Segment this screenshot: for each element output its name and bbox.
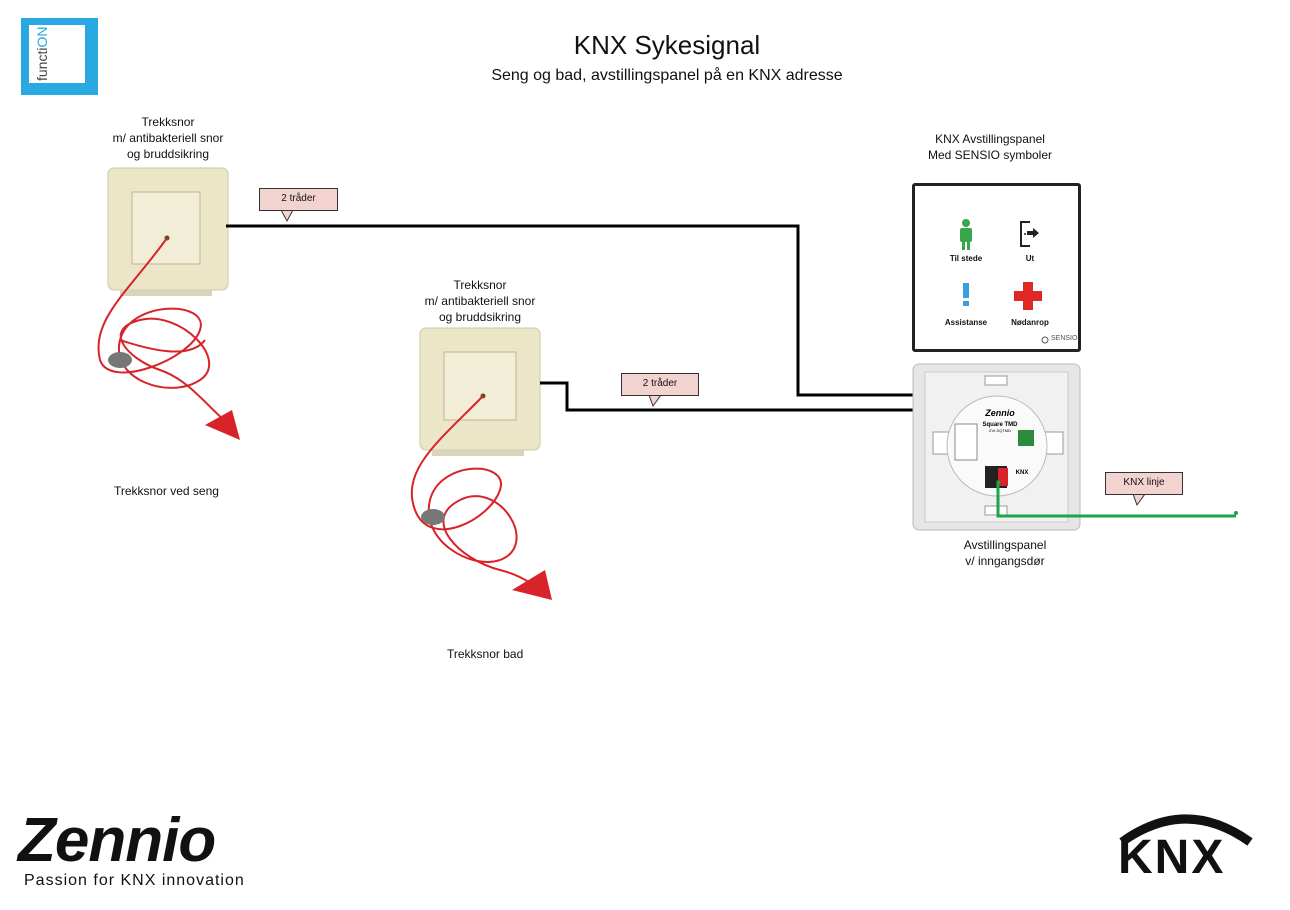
- module-caption-line: Avstillingspanel: [963, 538, 1047, 552]
- panel-label-line: KNX Avstillingspanel: [935, 132, 1045, 146]
- module-knx-mark: KNX: [1016, 470, 1029, 476]
- device-bed-label-line: m/ antibakteriell snor: [112, 131, 224, 145]
- callout-tail-3: [1132, 493, 1146, 507]
- device-bed-label-line: og bruddsikring: [126, 147, 210, 161]
- device-bath-label-line: og bruddsikring: [438, 310, 522, 324]
- knx-wordmark: KNX: [1118, 831, 1226, 884]
- symbol-label-nodanrop: Nødanrop: [1011, 318, 1049, 327]
- panel-label-line: Med SENSIO symboler: [927, 148, 1053, 162]
- red-cross-icon: [1014, 282, 1042, 310]
- device-bath-label-line: m/ antibakteriell snor: [424, 294, 536, 308]
- callout-wire-bed: 2 tråder: [259, 188, 338, 211]
- module-model: Square TMD: [982, 422, 1018, 428]
- callout-knx-line: KNX linje: [1105, 472, 1183, 495]
- pull-cord-device-bath: [419, 327, 541, 456]
- red-cord-bed: [97, 237, 231, 426]
- module-caption: Avstillingspanel v/ inngangsdør: [905, 537, 1105, 569]
- module-caption-line: v/ inngangsdør: [965, 554, 1045, 568]
- pull-cord-device-bed: [107, 167, 229, 296]
- knx-wordmark-box: KNX: [1118, 812, 1225, 885]
- device-bath-label-line: Trekksnor: [453, 278, 507, 292]
- knx-bus-line: [996, 480, 1236, 518]
- device-bed-label-line: Trekksnor: [141, 115, 195, 129]
- cord-handle-bath: [512, 570, 552, 600]
- symbol-label-assistanse: Assistanse: [944, 318, 988, 327]
- symbol-label-ut: Ut: [1025, 254, 1035, 263]
- module-brand: Zennio: [984, 408, 1015, 418]
- symbol-label-til-stede: Til stede: [949, 254, 983, 263]
- knx-bus-end: [1234, 511, 1238, 515]
- device-bed-caption: Trekksnor ved seng: [114, 484, 219, 498]
- sensio-symbols: [960, 219, 1049, 344]
- page-subtitle: Seng og bad, avstillingspanel på en KNX …: [491, 67, 843, 84]
- device-bed-label: Trekksnor m/ antibakteriell snor og brud…: [88, 114, 248, 162]
- sensio-logo-icon: [1041, 336, 1049, 344]
- cord-weight-bed: [108, 352, 132, 368]
- exclamation-icon: [963, 283, 969, 306]
- zennio-logo: Zennio Passion for KNX innovation: [18, 810, 245, 890]
- person-icon: [960, 219, 972, 250]
- module-code: ZVI-SQTMD: [989, 428, 1011, 433]
- zennio-wordmark: Zennio: [18, 806, 216, 875]
- red-cord-bath: [410, 395, 546, 596]
- callout-tail-1: [280, 209, 294, 223]
- knx-logo: [1119, 814, 1253, 846]
- device-bath-caption: Trekksnor bad: [447, 647, 524, 661]
- cord-handle-bed: [205, 410, 240, 440]
- cord-weight-bath: [421, 509, 445, 525]
- sensio-brand: SENSIO: [1051, 335, 1078, 342]
- function-logo-inner: [29, 25, 85, 83]
- device-bath-label: Trekksnor m/ antibakteriell snor og brud…: [400, 277, 560, 325]
- callout-tail-2: [648, 394, 662, 408]
- zennio-tagline: Passion for KNX innovation: [24, 872, 245, 889]
- function-logo: functiON: [21, 18, 98, 95]
- page-title: KNX Sykesignal: [573, 30, 761, 60]
- panel-label: KNX Avstillingspanel Med SENSIO symboler: [890, 131, 1090, 163]
- sensio-panel: Til stede Ut Assistanse Nødanrop SENSIO: [912, 183, 1081, 352]
- callout-wire-bath: 2 tråder: [621, 373, 699, 396]
- exit-door-icon: [1020, 221, 1039, 247]
- wire-bed: [226, 224, 1030, 442]
